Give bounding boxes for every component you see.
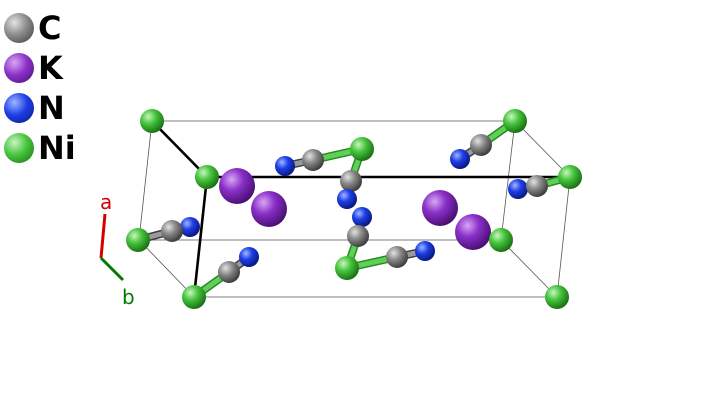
cell-edge bbox=[500, 120, 516, 241]
atom-ni bbox=[140, 109, 164, 133]
legend-label: N bbox=[38, 89, 65, 127]
atom-k bbox=[219, 168, 255, 204]
atom-c bbox=[526, 175, 548, 197]
legend-item-n: N bbox=[4, 88, 76, 128]
cell-axis-edge bbox=[192, 176, 209, 298]
legend-item-k: K bbox=[4, 48, 76, 88]
axis-b-label: b bbox=[122, 285, 135, 309]
atom-c bbox=[340, 170, 362, 192]
atom-c bbox=[470, 134, 492, 156]
atom-k bbox=[455, 214, 491, 250]
atom-c bbox=[161, 220, 183, 242]
cell-edge bbox=[138, 239, 195, 298]
legend-item-ni: Ni bbox=[4, 128, 76, 168]
carbon-swatch-icon bbox=[4, 13, 34, 43]
legend-label: Ni bbox=[38, 129, 76, 167]
atom-n bbox=[239, 247, 259, 267]
atom-ni bbox=[350, 137, 374, 161]
atom-ni bbox=[558, 165, 582, 189]
atom-n bbox=[415, 241, 435, 261]
atom-ni bbox=[335, 256, 359, 280]
legend-label: K bbox=[38, 49, 63, 87]
atom-c bbox=[347, 225, 369, 247]
element-legend: C K N Ni bbox=[4, 8, 76, 168]
atom-ni bbox=[195, 165, 219, 189]
axis-b-line bbox=[99, 256, 125, 282]
atom-n bbox=[180, 217, 200, 237]
atom-ni bbox=[545, 285, 569, 309]
atoms bbox=[126, 109, 582, 309]
unit-cell-axes bbox=[151, 120, 570, 298]
atom-ni bbox=[182, 285, 206, 309]
cell-edge bbox=[514, 120, 571, 178]
atom-ni bbox=[126, 228, 150, 252]
atom-n bbox=[508, 179, 528, 199]
legend-label: C bbox=[38, 9, 62, 47]
atom-n bbox=[337, 189, 357, 209]
atom-c bbox=[386, 246, 408, 268]
cell-edge bbox=[138, 120, 153, 241]
cell-edge bbox=[500, 239, 558, 298]
atom-c bbox=[302, 149, 324, 171]
atom-ni bbox=[503, 109, 527, 133]
cell-edge bbox=[556, 176, 571, 298]
atom-n bbox=[275, 156, 295, 176]
nitrogen-swatch-icon bbox=[4, 93, 34, 123]
potassium-swatch-icon bbox=[4, 53, 34, 83]
atom-ni bbox=[489, 228, 513, 252]
atom-c bbox=[218, 261, 240, 283]
orientation-axes: a b bbox=[99, 190, 135, 309]
cell-axis-edge bbox=[151, 120, 208, 178]
atom-k bbox=[422, 190, 458, 226]
legend-item-c: C bbox=[4, 8, 76, 48]
atom-k bbox=[251, 191, 287, 227]
axis-a-line bbox=[99, 213, 107, 259]
atom-n bbox=[450, 149, 470, 169]
nickel-swatch-icon bbox=[4, 133, 34, 163]
axis-a-label: a bbox=[100, 190, 112, 214]
atom-n bbox=[352, 207, 372, 227]
